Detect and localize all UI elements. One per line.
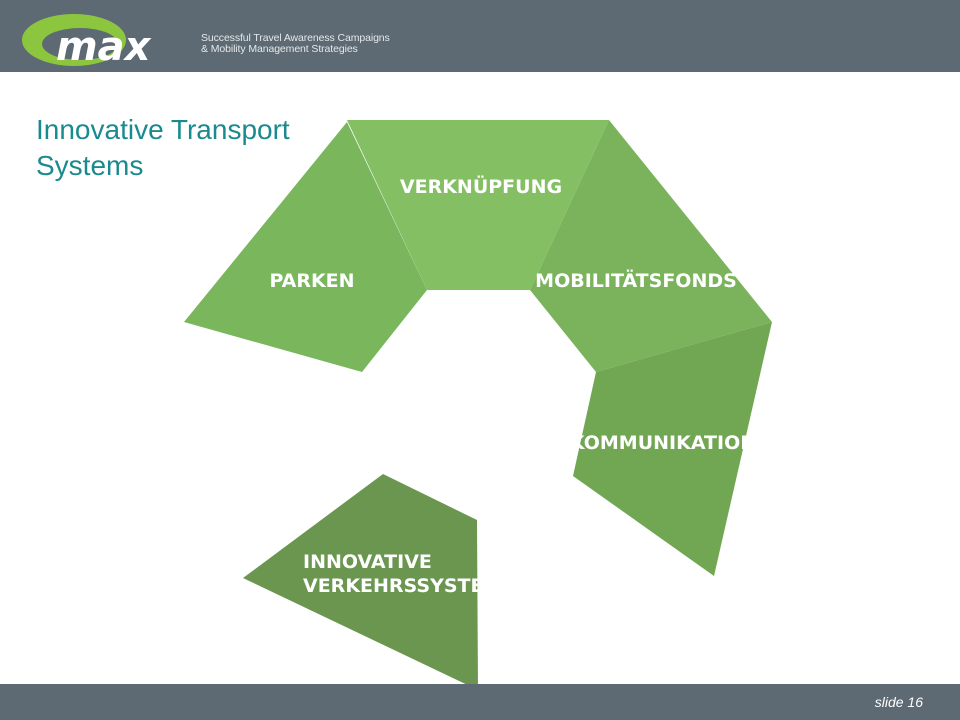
segment-innovative-label-2: VERKEHRSSYSTEME xyxy=(303,575,515,597)
logo-swoosh-inner xyxy=(42,28,118,60)
segment-parken-shape xyxy=(184,122,427,372)
segment-kommunikation-shape xyxy=(573,322,772,576)
tagline-line-1: Successful Travel Awareness Campaigns xyxy=(201,32,390,44)
segment-mobilitaetsfonds: MOBILITÄTSFONDS xyxy=(530,120,772,372)
slide-title-line-1: Innovative Transport xyxy=(36,114,290,145)
slide-number: slide 16 xyxy=(874,694,923,710)
max-logo: max xyxy=(22,14,152,70)
slide-title: Innovative Transport Systems xyxy=(36,112,290,184)
tagline: Successful Travel Awareness Campaigns & … xyxy=(201,33,390,55)
segment-mobilitaetsfonds-shape xyxy=(530,120,772,372)
segment-mobilitaetsfonds-label: MOBILITÄTSFONDS xyxy=(535,268,737,292)
segment-verknuepfung: VERKNÜPFUNG xyxy=(347,120,609,290)
header-bar: max Successful Travel Awareness Campaign… xyxy=(0,0,960,72)
segment-kommunikation: KOMMUNIKATION xyxy=(570,322,772,576)
segment-verknuepfung-shape xyxy=(347,120,609,290)
segment-innovative-verkehrssysteme: INNOVATIVE VERKEHRSSYSTEME xyxy=(243,474,515,690)
segment-verknuepfung-label: VERKNÜPFUNG xyxy=(400,174,562,198)
segment-innovative-label-1: INNOVATIVE xyxy=(303,551,432,573)
tagline-line-2: & Mobility Management Strategies xyxy=(201,43,358,55)
segment-kommunikation-label: KOMMUNIKATION xyxy=(570,432,756,454)
segment-innovative-shape xyxy=(243,474,478,690)
segment-parken: PARKEN xyxy=(184,122,427,372)
slide-title-line-2: Systems xyxy=(36,150,144,181)
segment-parken-label: PARKEN xyxy=(269,270,354,292)
logo-text: max xyxy=(56,24,152,70)
footer-bar: slide 16 xyxy=(0,684,960,720)
